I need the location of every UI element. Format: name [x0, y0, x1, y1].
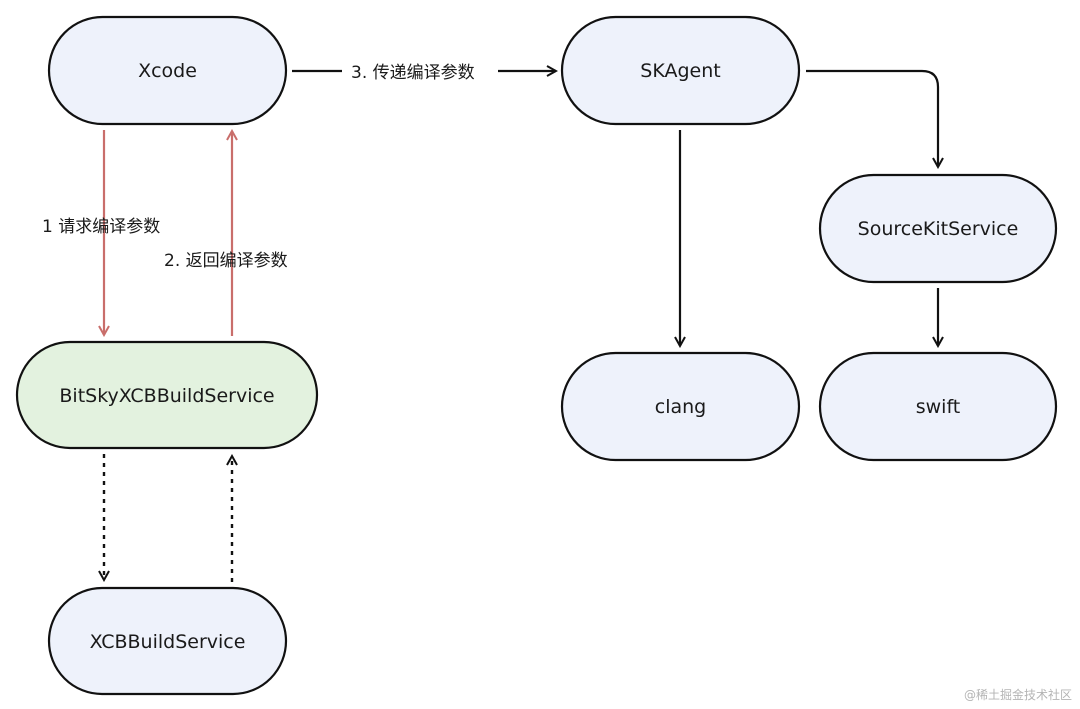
edge-label-pass: 3. 传递编译参数 — [351, 63, 475, 83]
edge-skagent-to-sourcekit — [806, 69, 938, 167]
node-skagent[interactable]: SKAgent — [560, 15, 801, 126]
node-sourcekitservice-label: SourceKitService — [858, 218, 1019, 240]
node-swift[interactable]: swift — [818, 351, 1058, 462]
node-xcbbuildservice-label: XCBBuildService — [90, 631, 246, 653]
node-clang-label: clang — [655, 396, 706, 418]
edge-labels: 1 请求编译参数 2. 返回编译参数 3. 传递编译参数 — [42, 63, 475, 271]
node-xcode[interactable]: Xcode — [47, 15, 288, 126]
edge-label-return: 2. 返回编译参数 — [164, 251, 288, 271]
node-xcode-label: Xcode — [138, 60, 197, 82]
node-sourcekitservice-shape — [818, 173, 1058, 284]
nodes: Xcode SKAgent SourceKitService clang swi… — [15, 15, 1058, 696]
node-swift-label: swift — [916, 396, 961, 418]
node-skagent-label: SKAgent — [640, 60, 720, 82]
node-sourcekitservice[interactable]: SourceKitService — [818, 173, 1058, 284]
node-bitskyxcbbuildservice-label: BitSkyXCBBuildService — [59, 385, 274, 407]
node-skagent-shape — [560, 15, 801, 126]
node-clang-shape — [560, 351, 801, 462]
node-bitskyxcbbuildservice[interactable]: BitSkyXCBBuildService — [15, 340, 319, 450]
node-xcode-shape — [47, 15, 288, 126]
node-xcbbuildservice-shape — [47, 586, 288, 696]
node-clang[interactable]: clang — [560, 351, 801, 462]
node-bitskyxcbbuildservice-shape — [15, 340, 319, 450]
edge-label-request: 1 请求编译参数 — [42, 217, 160, 237]
watermark: @稀土掘金技术社区 — [963, 688, 1072, 702]
node-xcbbuildservice[interactable]: XCBBuildService — [47, 586, 288, 696]
node-swift-shape — [818, 351, 1058, 462]
edges — [104, 71, 938, 582]
